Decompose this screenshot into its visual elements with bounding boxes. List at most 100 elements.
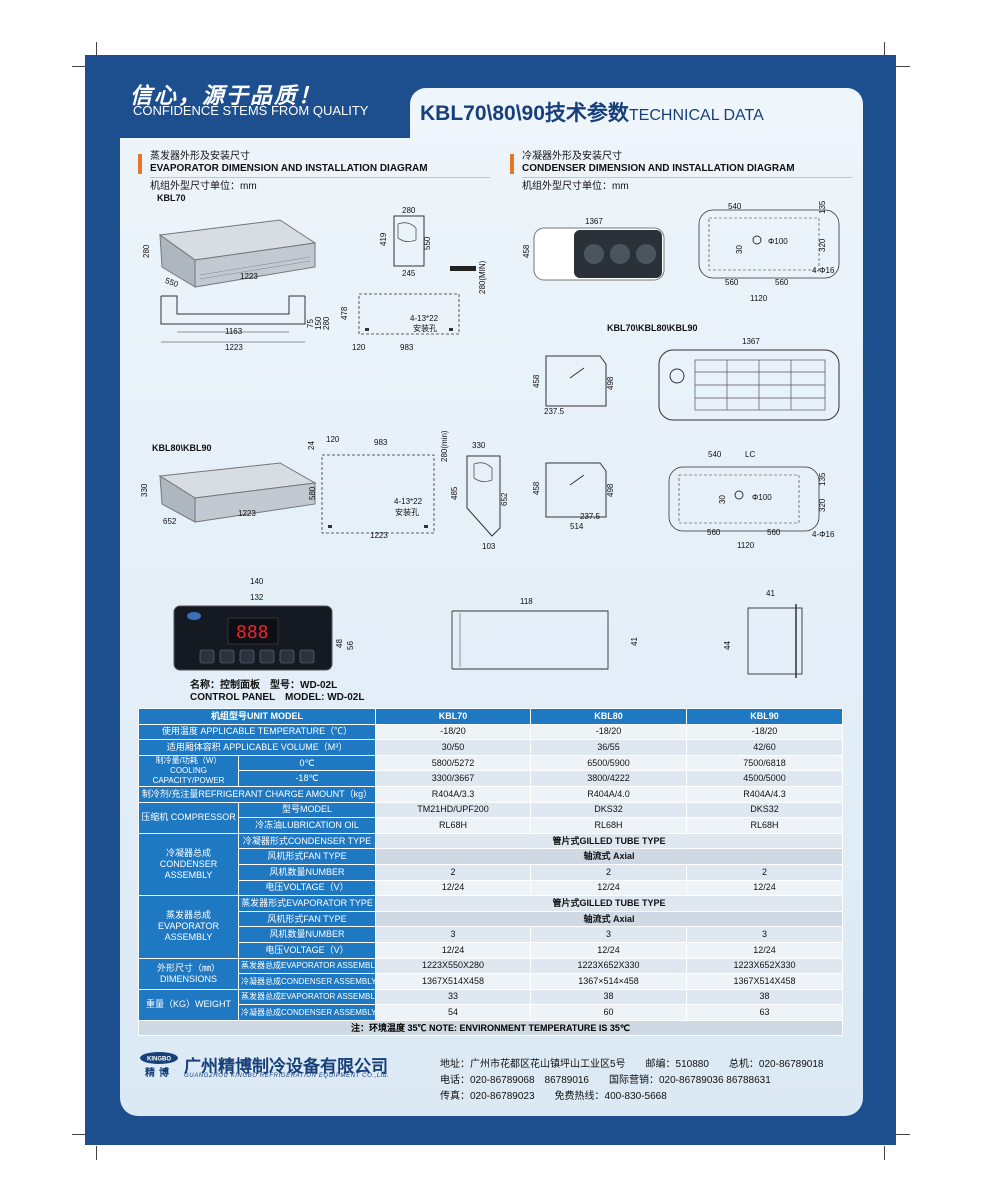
table-cell: 2 (530, 863, 687, 881)
table-header-cell: KBL90 (686, 708, 843, 725)
table-cell: 1223X550X280 (375, 957, 531, 975)
dim-label: 1223 (240, 272, 258, 281)
table-cell: 36/55 (530, 739, 687, 756)
control-panel-name-en: CONTROL PANEL MODEL: WD-02L (190, 692, 365, 703)
control-panel-image: 888 (173, 605, 333, 671)
table-cell: 3300/3667 (375, 770, 531, 787)
dim-label: 120 (326, 435, 340, 444)
dim-label: 44 (723, 641, 732, 650)
table-cell: -18/20 (375, 723, 531, 741)
dim-label: 135 (818, 472, 827, 486)
contact-phone: 电话：020-86789068 86789016 国际营销：020-867890… (440, 1075, 771, 1086)
table-cell: RL68H (375, 817, 531, 834)
table-note: 注：环境温度 35℃ NOTE: ENVIRONMENT TEMPERATURE… (138, 1019, 843, 1037)
table-cell: 42/60 (686, 739, 843, 756)
contact-address: 地址：广州市花都区花山镇坪山工业区5号 邮编：510880 总机：020-867… (440, 1059, 824, 1070)
dim-label: 330 (472, 441, 486, 450)
company-name-cn: 广州精博制冷设备有限公司 (184, 1057, 388, 1077)
table-cell: 1367×514×458 (530, 973, 687, 990)
table-group-label: 制冷量/功耗（W）COOLING CAPACITY/POWER (138, 754, 239, 787)
spec-table: 机组型号UNIT MODEL KBL70 KBL80 KBL90 使用温度 AP… (138, 708, 843, 1037)
dim-label: 4-Φ16 (812, 530, 835, 539)
condenser-side-view-a (545, 355, 607, 407)
control-panel-caption: 名称：控制面板 型号：WD-02L CONTROL PANEL MODEL: W… (190, 680, 364, 704)
dim-label: 1120 (737, 541, 755, 550)
table-header-cell: KBL70 (375, 708, 531, 725)
table-row-label: 风机形式FAN TYPE (238, 848, 376, 865)
logo-text: KINGBO (147, 1057, 171, 1063)
control-panel-display: 888 (236, 622, 269, 643)
dim-label: 4-Φ16 (812, 266, 835, 275)
table-cell: R404A/4.0 (530, 785, 687, 803)
dim-label: 485 (450, 486, 459, 500)
table-cell: 12/24 (375, 941, 531, 959)
table-cell: 6500/5900 (530, 754, 687, 772)
table-row: 使用温度 APPLICABLE TEMPERATURE（℃） -18/20 -1… (138, 723, 843, 741)
table-row: 机组型号UNIT MODEL KBL70 KBL80 KBL90 (138, 708, 843, 725)
logo-cn: 精博 (145, 1066, 173, 1079)
table-cell: 12/24 (530, 879, 687, 897)
evaporator-kbl80-side-view (466, 455, 501, 537)
dim-label: 1367 (742, 337, 760, 346)
evaporator-heading: 蒸发器外形及安装尺寸 EVAPORATOR DIMENSION AND INST… (138, 151, 490, 193)
table-cell: -18/20 (530, 723, 687, 741)
dim-label: 安装孔 (395, 508, 419, 517)
table-row: 冷凝器总成CONDENSER ASSEMBLY 54 60 63 (139, 1004, 843, 1021)
dim-label: 983 (374, 438, 388, 447)
table-row: 外形尺寸（㎜）DIMENSIONS 蒸发器总成EVAPORATOR ASSEMB… (138, 957, 843, 990)
table-cell: 12/24 (686, 941, 843, 959)
table-row-label: 适用厢体容积 APPLICABLE VOLUME（M³） (138, 739, 376, 756)
condenser-heading-cn: 冷凝器外形及安装尺寸 (522, 151, 622, 162)
evaporator-kbl70-side-view (393, 215, 425, 267)
table-cell: R404A/3.3 (375, 785, 531, 803)
dim-label: 560 (767, 528, 781, 537)
table-cell: 管片式GILLED TUBE TYPE (375, 832, 843, 850)
table-row-label: 型号MODEL (238, 801, 376, 819)
control-panel-box-front (451, 610, 609, 670)
page-title-main: KBL70\80\90技术参数 (420, 102, 629, 125)
table-cell: 33 (375, 988, 531, 1006)
table-row-label: 0℃ (238, 754, 376, 772)
condenser-front-view (658, 349, 840, 421)
table-row-label: 电压VOLTAGE（V） (238, 879, 376, 897)
crop-mark (72, 1134, 86, 1135)
dim-label: 237.5 (580, 512, 601, 521)
dim-label: 132 (250, 593, 264, 602)
table-cell: 1223X652X330 (530, 957, 687, 975)
dim-label: 30 (718, 495, 727, 504)
table-row: 电压VOLTAGE（V） 12/24 12/24 12/24 (139, 879, 843, 897)
table-cell: 38 (686, 988, 843, 1006)
table-row-label: 电压VOLTAGE（V） (238, 941, 376, 959)
dim-label: 280(min) (440, 430, 449, 462)
title-tab (410, 88, 863, 140)
condenser-heading: 冷凝器外形及安装尺寸 CONDENSER DIMENSION AND INSTA… (510, 151, 852, 193)
table-row-label: 蒸发器总成EVAPORATOR ASSEMBLY (238, 957, 376, 975)
table-cell: DKS32 (530, 801, 687, 819)
heading-accent-bar (138, 154, 142, 174)
table-row: 适用厢体容积 APPLICABLE VOLUME（M³） 30/50 36/55… (138, 739, 843, 756)
table-row: 电压VOLTAGE（V） 12/24 12/24 12/24 (139, 941, 843, 959)
model-label-kbl80-90: KBL80\KBL90 (152, 443, 212, 453)
crop-mark (896, 66, 910, 67)
dim-label: LC (745, 450, 756, 459)
condenser-heading-en: CONDENSER DIMENSION AND INSTALLATION DIA… (522, 163, 795, 174)
dim-label: 652 (163, 517, 177, 526)
dim-label: 514 (570, 522, 584, 531)
table-row: 制冷剂/充注量REFRIGERANT CHARGE AMOUNT（kg） R40… (138, 785, 843, 803)
dim-label: 118 (520, 597, 533, 606)
table-group-label: 冷凝器总成 CONDENSER ASSEMBLY (138, 832, 239, 897)
dim-label: 458 (522, 244, 531, 258)
table-row-label: 冷凝器总成CONDENSER ASSEMBLY (238, 973, 376, 990)
table-row-label: 冷凝器总成CONDENSER ASSEMBLY (238, 1004, 376, 1021)
company-name-en: GUANGZHOU KINGBO REFRIGERATION EQUIPMENT… (184, 1073, 390, 1079)
dim-label: 1120 (750, 294, 768, 303)
table-cell: 3 (530, 926, 687, 943)
evaporator-kbl80-photo (158, 462, 317, 523)
table-cell: RL68H (686, 817, 843, 834)
table-group-label: 外形尺寸（㎜）DIMENSIONS (138, 957, 239, 990)
dim-label: 280 (322, 316, 331, 330)
table-cell: 12/24 (686, 879, 843, 897)
contact-fax: 传真：020-86789023 免费热线：400-830-5668 (440, 1091, 667, 1102)
table-group-label: 蒸发器总成 EVAPORATOR ASSEMBLY (138, 895, 239, 959)
heading-rule (522, 177, 852, 178)
